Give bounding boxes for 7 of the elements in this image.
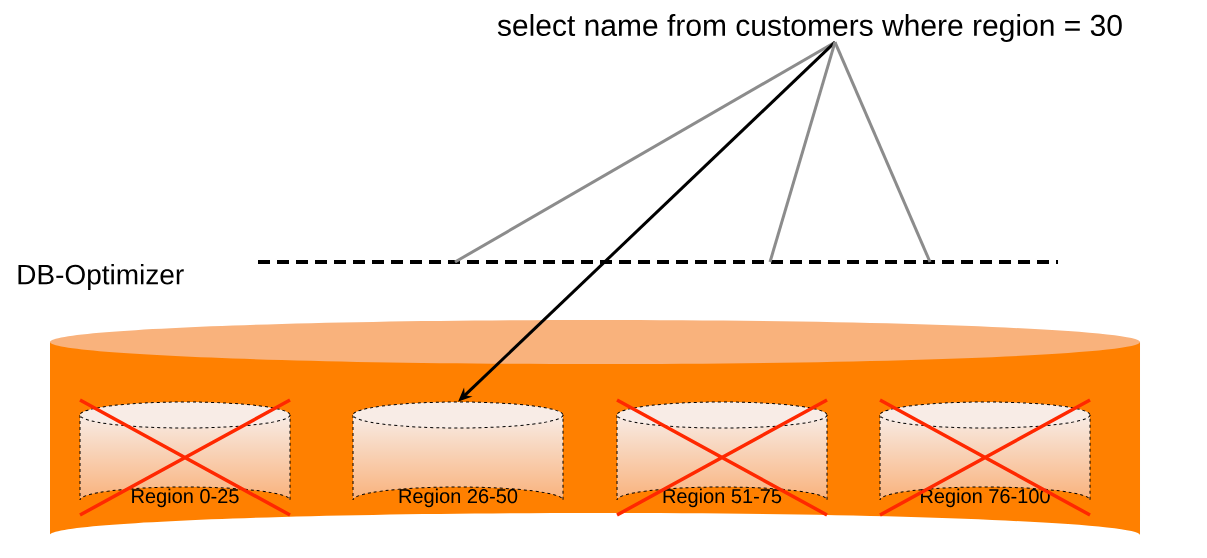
connector-line: [454, 40, 836, 264]
label-text: DB-Optimizer: [18, 263, 184, 291]
query-text: select name from customers where region = 30: [497, 14, 1122, 42]
connector-line: [833, 41, 932, 263]
dashed-line: [258, 260, 1058, 264]
connector-line: [768, 41, 837, 263]
region-cylinder: Region 26-50: [352, 401, 564, 508]
